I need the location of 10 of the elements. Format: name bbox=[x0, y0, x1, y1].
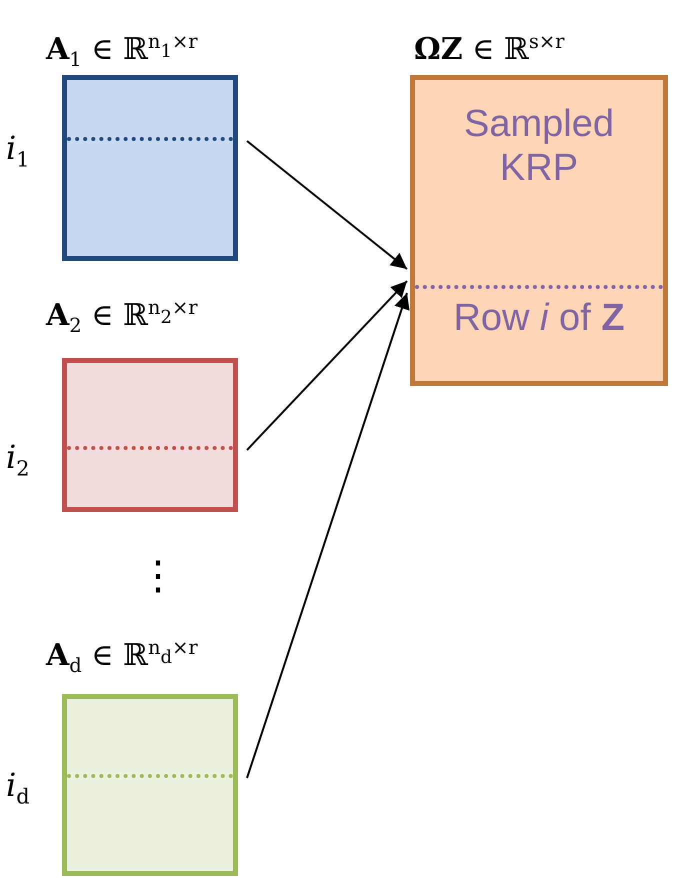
arrow bbox=[246, 280, 408, 451]
vertical-ellipsis: ⋮ bbox=[138, 556, 178, 596]
arrow bbox=[246, 292, 410, 778]
matrix-label: ΩZ ∈ ℝ$^{s×r}$ bbox=[414, 30, 564, 67]
row-index: i$_{d}$ bbox=[6, 766, 30, 808]
row-index: i$_{2}$ bbox=[6, 438, 30, 480]
arrow bbox=[246, 140, 408, 270]
matrix-caption: Sampled KRP bbox=[463, 103, 615, 190]
row-label: Row i of Z bbox=[452, 297, 626, 341]
row-index: i$_{1}$ bbox=[6, 129, 30, 172]
